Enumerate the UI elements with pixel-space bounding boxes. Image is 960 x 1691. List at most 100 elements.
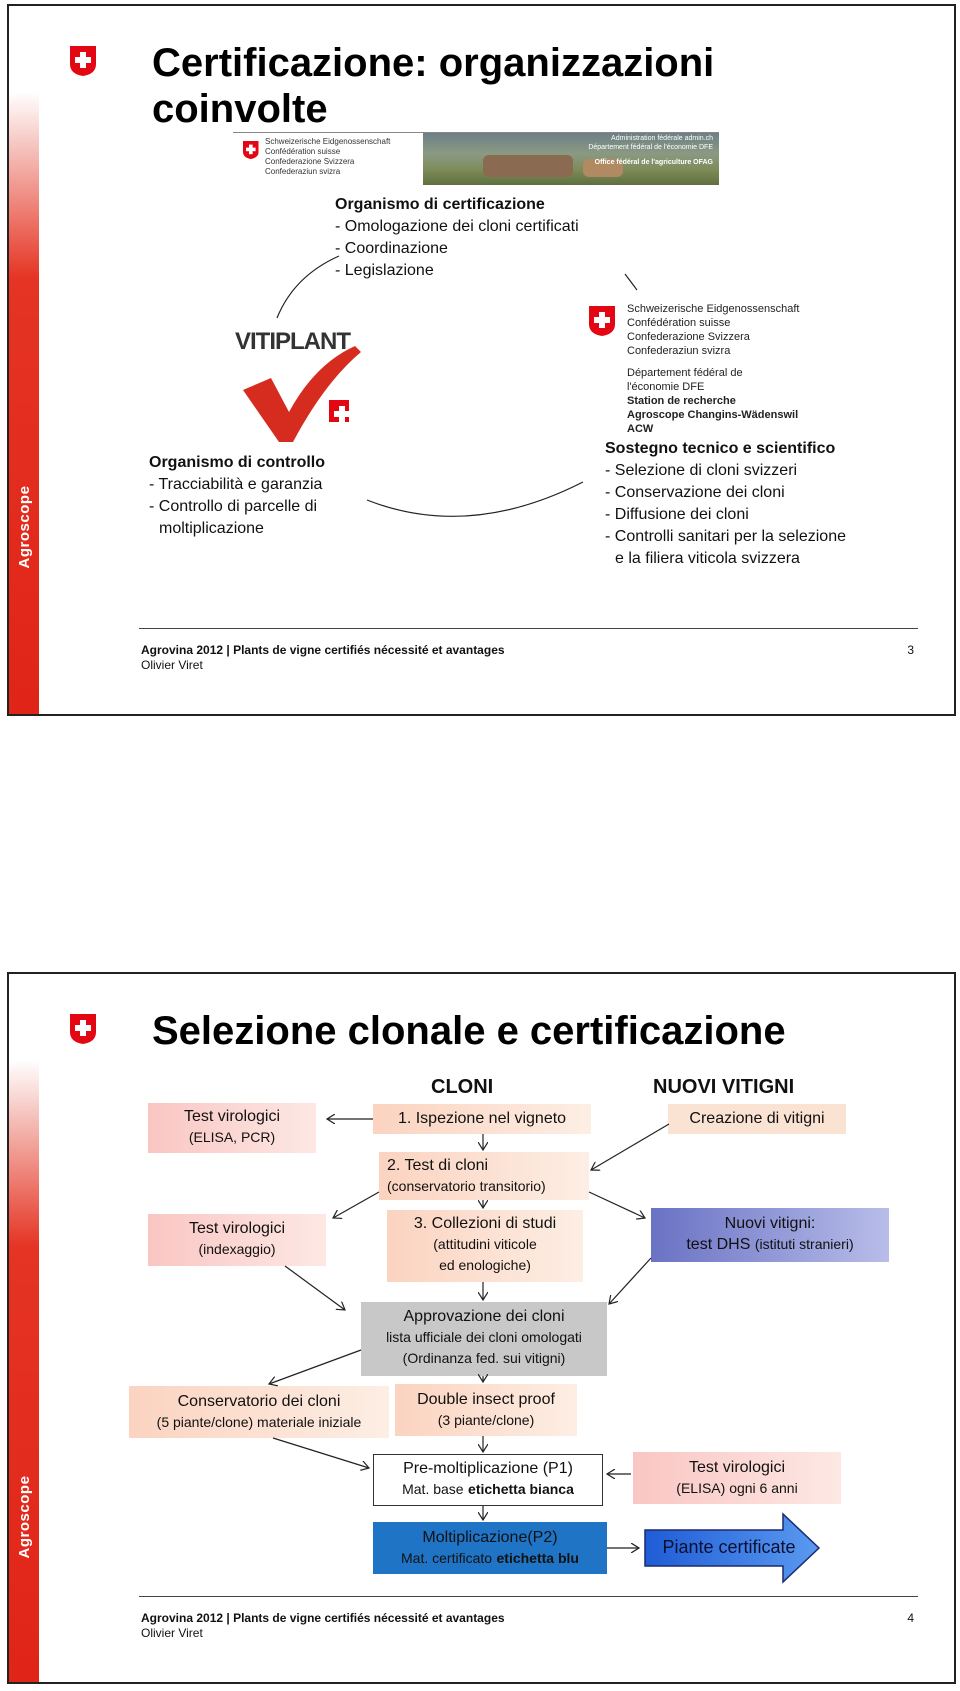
box-sublabel: ed enologiche): [439, 1257, 531, 1273]
footer-author: Olivier Viret: [141, 658, 203, 672]
test-cloni-box: 2. Test di cloni (conservatorio transito…: [379, 1152, 589, 1200]
support-block: Sostegno tecnico e scientifico - Selezio…: [605, 438, 846, 570]
box-label: Test virologici: [183, 1108, 281, 1125]
ispezione-vigneto-box: 1. Ispezione nel vigneto: [373, 1104, 591, 1134]
banner-line: Confederazione Svizzera: [265, 157, 355, 166]
approvazione-cloni-box: Approvazione dei cloni lista ufficiale d…: [361, 1302, 607, 1376]
box-sublabel: (attitudini viticole: [433, 1236, 537, 1252]
box-sublabel: (5 piante/clone) materiale iniziale: [156, 1414, 362, 1430]
slide-title: Certificazione: organizzazioni coinvolte: [152, 40, 714, 132]
certification-item: - Omologazione dei cloni certificati: [335, 218, 579, 235]
connector-arcs: [276, 255, 638, 517]
confed-dept: l'économie DFE: [627, 381, 705, 393]
footer-event: Agrovina 2012: [141, 643, 224, 657]
footer-talk: Plants de vigne certifiés nécessité et a…: [233, 643, 505, 657]
moltiplicazione-box: Moltiplicazione(P2) Mat. certificato eti…: [373, 1522, 607, 1574]
conservatorio-cloni-box: Conservatorio dei cloni (5 piante/clone)…: [129, 1386, 389, 1438]
box-label: Test virologici: [688, 1459, 786, 1476]
box-label: Moltiplicazione(P2): [422, 1529, 558, 1546]
control-item: - Controllo di parcelle di: [149, 498, 318, 515]
box-sublabel: Mat. base: [402, 1481, 464, 1497]
footer-author: Olivier Viret: [141, 1626, 203, 1640]
control-item: - Tracciabilità e garanzia: [149, 476, 323, 493]
confed-line: Confederaziun svizra: [627, 345, 731, 357]
swiss-cross-icon: [70, 1014, 96, 1044]
box-sublabel: Mat. certificato: [401, 1550, 493, 1566]
swiss-cross-icon: [70, 46, 96, 76]
confed-line: Confederazione Svizzera: [627, 331, 750, 343]
support-item: - Diffusione dei cloni: [605, 506, 749, 523]
piante-certificate-label: Piante certificate: [662, 1537, 796, 1557]
page-number: 3: [907, 643, 914, 657]
certification-block: Organismo di certificazione - Omologazio…: [335, 194, 579, 282]
certification-item: - Coordinazione: [335, 240, 448, 257]
banner-line: Confédération suisse: [265, 147, 341, 156]
federal-office-banner: Schweizerische Eidgenossenschaft Confédé…: [233, 132, 719, 185]
box-sublabel: lista ufficiale dei cloni omologati: [386, 1329, 582, 1345]
cows-photo: Administration fédérale admin.ch Départe…: [423, 133, 719, 185]
banner-right-line: Office fédéral de l'agriculture OFAG: [594, 159, 713, 166]
support-item: e la filiera viticola svizzera: [615, 550, 800, 567]
control-heading: Organismo di controllo: [149, 454, 326, 471]
box-label: Pre-moltiplicazione (P1): [403, 1460, 573, 1477]
certification-item: - Legislazione: [335, 262, 434, 279]
confed-station: Station de recherche: [627, 395, 736, 407]
footer: Agrovina 2012 | Plants de vigne certifié…: [141, 643, 505, 672]
vitiplant-wordmark: VITIPLANT: [235, 328, 351, 355]
creazione-vitigni-box: Creazione di vitigni: [668, 1104, 846, 1134]
double-insect-proof-box: Double insect proof (3 piante/clone): [395, 1384, 577, 1436]
box-label: Nuovi vitigni:: [724, 1215, 816, 1232]
confed-dept: Département fédéral de: [627, 367, 743, 379]
footer-divider: [139, 1596, 918, 1597]
slide-title: Selezione clonale e certificazione: [152, 1009, 786, 1053]
nuovi-vitigni-dhs-box: Nuovi vitigni: test DHS (istituti strani…: [651, 1208, 889, 1262]
test-virologici-elisa-box: Test virologici (ELISA, PCR): [148, 1103, 316, 1153]
box-sublabel: (Ordinanza fed. sui vitigni): [402, 1350, 566, 1366]
swiss-cross-icon: [589, 306, 615, 336]
box-label: Double insect proof: [417, 1391, 555, 1408]
etichetta-blu-label: etichetta blu: [496, 1550, 579, 1566]
banner-line: Confederaziun svizra: [265, 167, 341, 176]
etichetta-bianca-label: etichetta bianca: [468, 1481, 574, 1497]
control-item: moltiplicazione: [159, 520, 264, 537]
box-label: 2. Test di cloni: [387, 1157, 489, 1174]
footer-event: Agrovina 2012: [141, 1611, 224, 1625]
confed-line: Schweizerische Eidgenossenschaft: [627, 303, 800, 315]
banner-right-line: Département fédéral de l'économie DFE: [588, 144, 713, 151]
footer-divider: [139, 628, 918, 629]
box-label: test DHS: [686, 1236, 751, 1253]
column-header-cloni: CLONI: [431, 1076, 494, 1098]
confederation-logo: Schweizerische Eidgenossenschaft Confédé…: [589, 302, 819, 435]
confed-line: Confédération suisse: [627, 317, 731, 329]
box-label: Approvazione dei cloni: [403, 1308, 565, 1325]
title-line-2: coinvolte: [152, 87, 328, 131]
support-heading: Sostegno tecnico e scientifico: [605, 440, 836, 457]
box-sublabel: (ELISA) ogni 6 anni: [676, 1480, 798, 1496]
footer-talk: Plants de vigne certifiés nécessité et a…: [233, 1611, 505, 1625]
agroscope-sidebar: Agroscope: [9, 1060, 39, 1682]
agroscope-sidebar: Agroscope: [9, 92, 39, 714]
slide-3: Agroscope Certificazione: organizzazioni…: [7, 4, 956, 716]
swiss-cross-icon: [329, 400, 350, 422]
footer: Agrovina 2012 | Plants de vigne certifié…: [141, 1611, 505, 1640]
flow-arrows: [9, 974, 821, 1584]
title-line-1: Certificazione: organizzazioni: [152, 41, 715, 85]
box-sublabel: (ELISA, PCR): [188, 1129, 276, 1145]
box-sublabel: (conservatorio transitorio): [387, 1178, 546, 1194]
support-item: - Selezione di cloni svizzeri: [605, 462, 798, 479]
column-header-nuovi-vitigni: NUOVI VITIGNI: [653, 1076, 795, 1098]
vitiplant-logo: VITIPLANT: [235, 328, 365, 448]
test-virologici-indexaggio-box: Test virologici (indexaggio): [148, 1214, 326, 1266]
banner-line: Schweizerische Eidgenossenschaft: [265, 137, 391, 146]
support-item: - Conservazione dei cloni: [605, 484, 785, 501]
box-label: Conservatorio dei cloni: [177, 1393, 341, 1410]
swiss-cross-icon: [243, 141, 259, 159]
control-block: Organismo di controllo - Tracciabilità e…: [149, 452, 325, 540]
collezioni-studi-box: 3. Collezioni di studi (attitudini vitic…: [387, 1210, 583, 1282]
banner-right-line: Administration fédérale admin.ch: [611, 135, 713, 142]
box-sublabel: (indexaggio): [198, 1241, 276, 1257]
piante-certificate-arrow: [644, 1512, 821, 1584]
support-item: - Controlli sanitari per la selezione: [605, 528, 846, 545]
box-label: 3. Collezioni di studi: [413, 1215, 557, 1232]
certification-heading: Organismo di certificazione: [335, 196, 545, 213]
